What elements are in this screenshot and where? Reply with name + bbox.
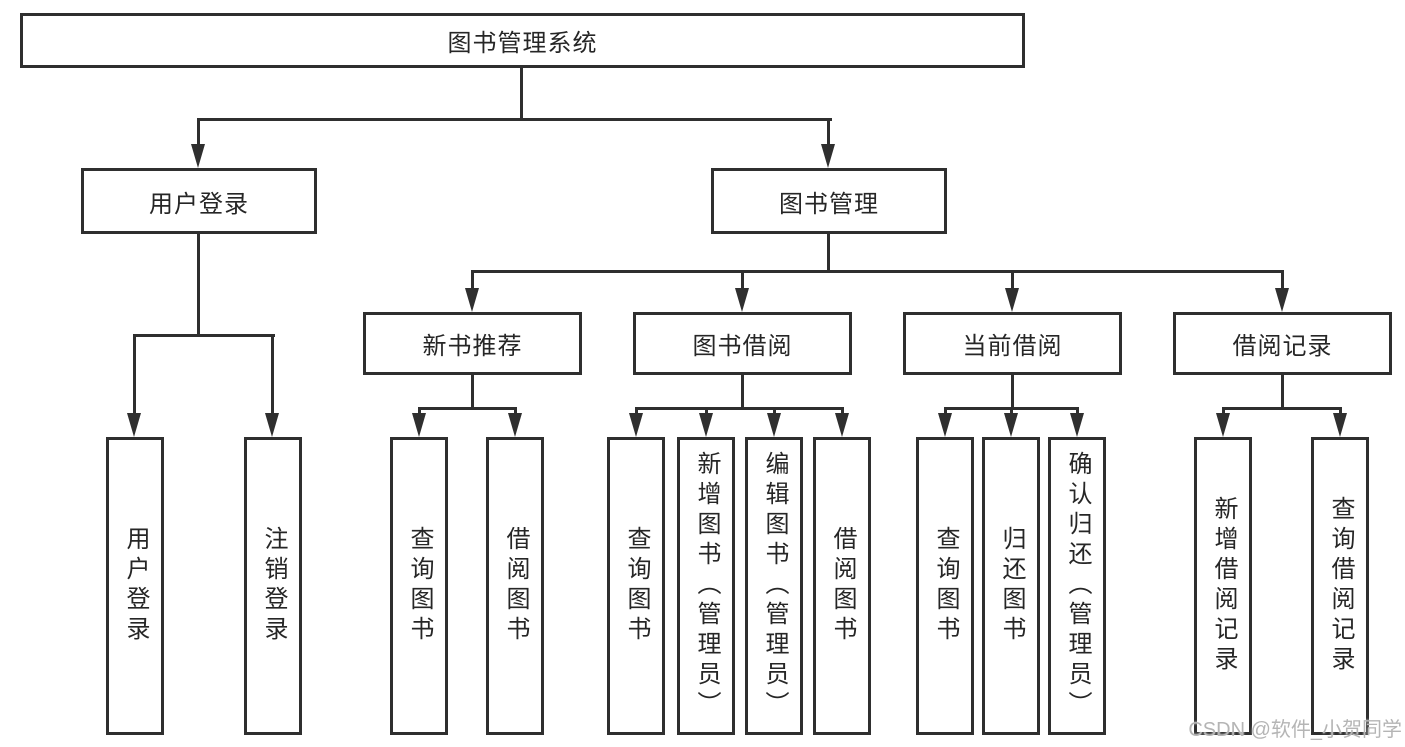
- arrowhead-down-icon: [127, 413, 141, 437]
- arrowhead-down-icon: [191, 144, 205, 168]
- connector-line: [271, 334, 274, 414]
- arrowhead-down-icon: [1005, 288, 1019, 312]
- leaf-add-borrow-record: 新增借阅记录: [1194, 437, 1252, 735]
- leaf-query-books-2: 查询图书: [607, 437, 665, 735]
- connector-line: [1010, 407, 1013, 416]
- node-book-borrow: 图书借阅: [633, 312, 852, 375]
- connector-line: [741, 375, 744, 410]
- leaf-label: 新增图书（管理员）: [693, 451, 720, 721]
- leaf-query-books-1: 查询图书: [390, 437, 448, 735]
- leaf-label: 编辑图书（管理员）: [761, 451, 788, 721]
- connector-line: [635, 407, 844, 410]
- connector-line: [1011, 270, 1014, 292]
- arrowhead-down-icon: [265, 413, 279, 437]
- arrowhead-down-icon: [1070, 413, 1084, 437]
- arrowhead-down-icon: [735, 288, 749, 312]
- node-book-management: 图书管理: [711, 168, 947, 234]
- connector-line: [198, 118, 832, 121]
- connector-line: [773, 407, 776, 416]
- connector-line: [1222, 407, 1225, 416]
- connector-line: [944, 407, 947, 416]
- leaf-label: 查询借阅记录: [1327, 496, 1354, 676]
- leaf-edit-books-admin: 编辑图书（管理员）: [745, 437, 803, 735]
- node-label: 图书管理系统: [447, 30, 598, 57]
- leaf-user-login: 用户登录: [106, 437, 164, 735]
- node-new-book-recommend: 新书推荐: [363, 312, 582, 375]
- arrowhead-down-icon: [821, 144, 835, 168]
- connector-line: [841, 407, 844, 416]
- leaf-label: 借阅图书: [829, 526, 856, 646]
- arrowhead-down-icon: [767, 413, 781, 437]
- node-current-borrow: 当前借阅: [903, 312, 1122, 375]
- leaf-label: 新增借阅记录: [1210, 496, 1237, 676]
- connector-line: [635, 407, 638, 416]
- node-label: 用户登录: [149, 190, 249, 218]
- node-label: 图书管理: [779, 190, 879, 218]
- connector-line: [705, 407, 708, 416]
- connector-line: [418, 407, 517, 410]
- arrowhead-down-icon: [465, 288, 479, 312]
- node-label: 新书推荐: [422, 333, 523, 360]
- leaf-query-borrow-record: 查询借阅记录: [1311, 437, 1369, 735]
- leaf-logout: 注销登录: [244, 437, 302, 735]
- arrowhead-down-icon: [508, 413, 522, 437]
- connector-line: [1011, 375, 1014, 410]
- arrowhead-down-icon: [1275, 288, 1289, 312]
- connector-line: [1281, 375, 1284, 410]
- connector-line: [520, 68, 523, 121]
- leaf-label: 注销登录: [260, 526, 287, 646]
- connector-line: [1222, 407, 1342, 410]
- leaf-label: 确认归还（管理员）: [1064, 451, 1091, 721]
- connector-line: [197, 118, 200, 146]
- leaf-return-books: 归还图书: [982, 437, 1040, 735]
- csdn-watermark: CSDN @软件_小贺同学: [1188, 719, 1402, 741]
- connector-line: [1076, 407, 1079, 416]
- node-label: 图书借阅: [692, 333, 793, 360]
- leaf-confirm-return-admin: 确认归还（管理员）: [1048, 437, 1106, 735]
- connector-line: [827, 234, 830, 273]
- leaf-label: 借阅图书: [502, 526, 529, 646]
- arrowhead-down-icon: [699, 413, 713, 437]
- arrowhead-down-icon: [938, 413, 952, 437]
- connector-line: [133, 334, 136, 414]
- leaf-add-books-admin: 新增图书（管理员）: [677, 437, 735, 735]
- node-root-library-system: 图书管理系统: [20, 13, 1025, 68]
- leaf-query-books-3: 查询图书: [916, 437, 974, 735]
- node-label: 当前借阅: [962, 333, 1063, 360]
- connector-line: [471, 270, 474, 292]
- connector-line: [197, 234, 200, 337]
- connector-line: [514, 407, 517, 416]
- leaf-borrow-books-1: 借阅图书: [486, 437, 544, 735]
- connector-line: [741, 270, 744, 292]
- connector-line: [1339, 407, 1342, 416]
- connector-line: [133, 334, 275, 337]
- node-borrow-record: 借阅记录: [1173, 312, 1392, 375]
- leaf-label: 查询图书: [932, 526, 959, 646]
- node-user-login: 用户登录: [81, 168, 317, 234]
- arrowhead-down-icon: [629, 413, 643, 437]
- connector-line: [471, 375, 474, 410]
- connector-line: [418, 407, 421, 416]
- connector-line: [471, 270, 1284, 273]
- leaf-label: 用户登录: [122, 526, 149, 646]
- arrowhead-down-icon: [1333, 413, 1347, 437]
- leaf-label: 归还图书: [998, 526, 1025, 646]
- arrowhead-down-icon: [1004, 413, 1018, 437]
- leaf-label: 查询图书: [623, 526, 650, 646]
- leaf-borrow-books-2: 借阅图书: [813, 437, 871, 735]
- node-label: 借阅记录: [1232, 333, 1333, 360]
- arrowhead-down-icon: [412, 413, 426, 437]
- connector-line: [1281, 270, 1284, 292]
- connector-line: [827, 118, 830, 146]
- leaf-label: 查询图书: [406, 526, 433, 646]
- arrowhead-down-icon: [835, 413, 849, 437]
- arrowhead-down-icon: [1216, 413, 1230, 437]
